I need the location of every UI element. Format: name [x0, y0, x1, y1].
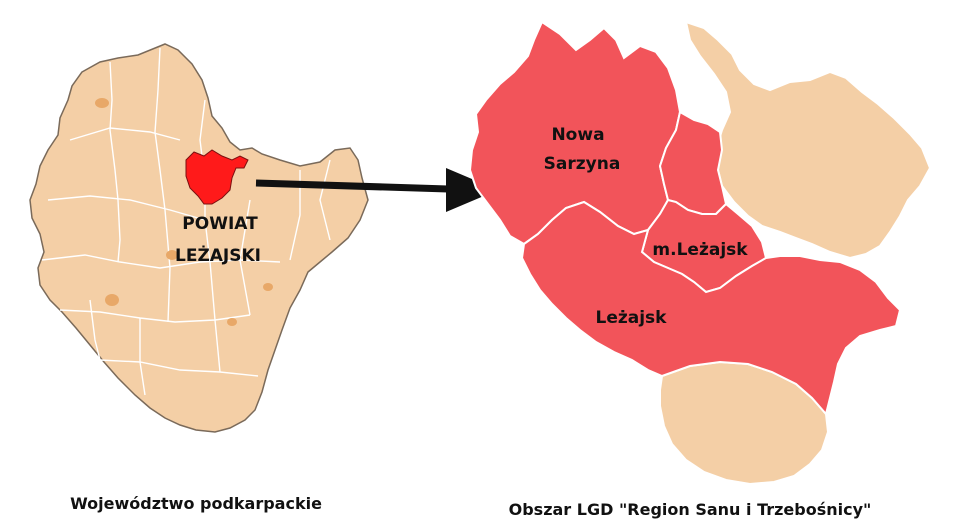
- city-markers: [95, 98, 273, 326]
- region-lezajsk: [520, 200, 902, 417]
- caption-left: Województwo podkarpackie: [70, 494, 322, 513]
- voivodeship-outline: [29, 43, 369, 433]
- lgd-map: [468, 20, 932, 486]
- label-m-lezajsk: m.Leżajsk: [652, 240, 748, 260]
- label-lezajsk: Leżajsk: [596, 308, 668, 328]
- voivodeship-map: [29, 43, 369, 433]
- label-powiat-line1: POWIAT: [182, 214, 258, 234]
- powiat-lezajski-highlight: [185, 149, 249, 205]
- label-nowa-sarzyna-line2: Sarzyna: [544, 154, 621, 174]
- caption-right: Obszar LGD "Region Sanu i Trzebośnicy": [509, 500, 872, 519]
- label-nowa-sarzyna-line1: Nowa: [551, 125, 604, 145]
- label-powiat-line2: LEŻAJSKI: [175, 244, 261, 266]
- arrow: [255, 168, 498, 212]
